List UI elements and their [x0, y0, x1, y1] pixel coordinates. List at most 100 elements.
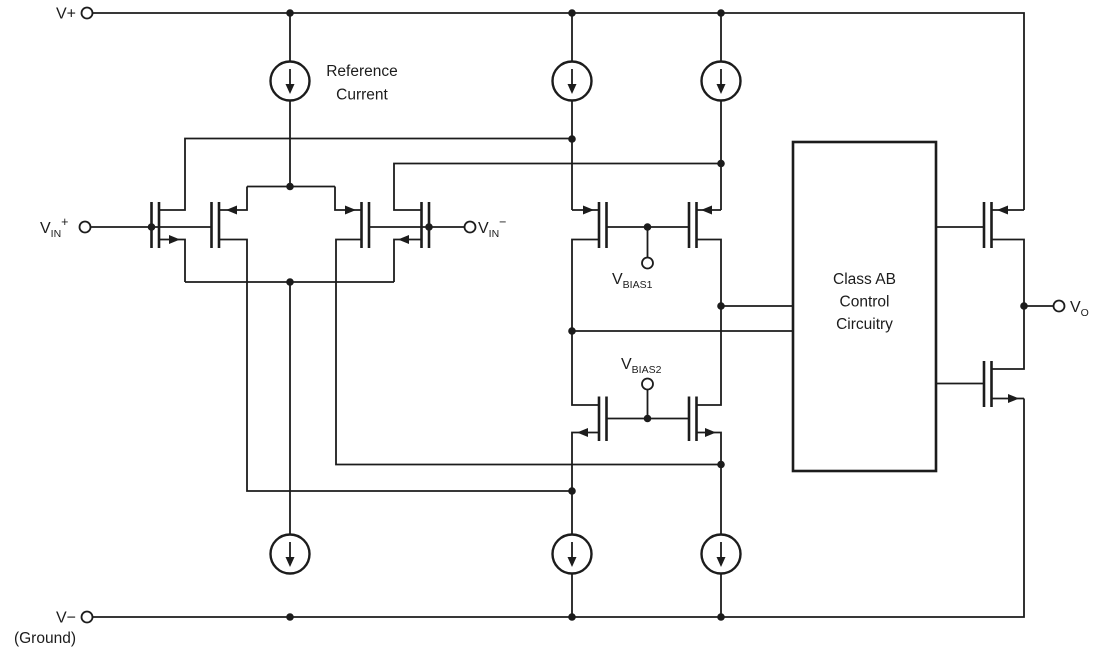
class-ab-label-line1: Class AB [833, 271, 896, 288]
junction-dot [568, 327, 576, 335]
junction-dots [147, 9, 1028, 621]
transistor-m4 [398, 202, 431, 248]
current-source-top-middle [551, 60, 593, 102]
current-source-circle [700, 60, 742, 102]
junction-dot [425, 223, 433, 231]
source-arrow-icon [1008, 394, 1019, 403]
current-source-bottom-left [269, 533, 311, 575]
wire-m4-source [393, 238, 422, 282]
source-arrow-icon [701, 205, 712, 215]
vplus-rail [92, 12, 1025, 210]
down-arrowhead-icon [716, 557, 726, 567]
wire-mo2-drain [991, 306, 1025, 370]
terminal-vbias2 [641, 377, 654, 391]
label-vin-plus: VIN+ [40, 215, 68, 240]
junction-dot [568, 613, 576, 621]
source-arrow-icon [398, 235, 409, 244]
class-ab-box [791, 140, 938, 473]
source-arrow-icon [583, 205, 594, 215]
wire-m4-drain-to-cascode [393, 162, 721, 211]
current-source-bottom-right [700, 533, 742, 575]
junction-dot [717, 613, 725, 621]
output-stage [982, 202, 1019, 407]
source-arrow-icon [169, 235, 180, 244]
current-sources [269, 60, 742, 575]
transistor-mc4 [687, 396, 716, 441]
terminal-vbias1 [641, 256, 654, 270]
wire-m2-drain-to-mirror [219, 238, 572, 492]
transistor-mc1 [583, 202, 608, 248]
label-vplus: V+ [56, 6, 76, 23]
label-vbias2: VBIAS2 [621, 356, 662, 376]
wire-m2-source [219, 186, 248, 211]
label-vbias1: VBIAS1 [612, 271, 653, 291]
junction-dot [1020, 302, 1028, 310]
junction-dot [717, 302, 725, 310]
transistor-output-pmos [982, 202, 1008, 248]
wire-mc1-mc3-drains [571, 238, 599, 406]
label-reference-current-line1: Reference [326, 63, 398, 80]
label-vo: VO [1070, 299, 1089, 319]
wire-mc2-mc4-drains [696, 238, 722, 406]
down-arrowhead-icon [567, 557, 577, 567]
class-ab-block: Class AB Control Circuitry [791, 140, 938, 473]
wire-m3-drain-to-mirror [335, 238, 721, 466]
wire-mc4-source [696, 431, 722, 535]
junction-dot [286, 9, 294, 17]
transistor-mc2 [687, 202, 712, 248]
current-source-circle [551, 60, 593, 102]
current-source-circle [700, 533, 742, 575]
transistor-output-nmos [982, 361, 1019, 407]
current-source-circle [269, 533, 311, 575]
wire-mc3-source [571, 431, 599, 535]
transistor-m1 [150, 202, 180, 248]
terminal-vin-minus [463, 220, 477, 234]
wires [90, 12, 1054, 618]
label-vminus: V− [56, 610, 76, 627]
label-vin-minus: VIN− [478, 215, 506, 240]
junction-dot [147, 223, 156, 231]
junction-dot [286, 613, 294, 621]
cascode-stage [577, 202, 716, 441]
wire-m1-drain-to-cascode [159, 137, 572, 211]
terminals [78, 6, 1066, 624]
terminal-vo [1052, 299, 1066, 313]
down-arrowhead-icon [716, 84, 726, 94]
label-ground: (Ground) [14, 630, 76, 647]
junction-dot [568, 135, 576, 143]
down-arrowhead-icon [285, 557, 295, 567]
labels: V+ V− (Ground) Reference Current VIN+ VI… [14, 6, 1089, 648]
transistor-mc3 [577, 396, 608, 441]
terminal-vplus [80, 6, 94, 20]
input-stage [150, 202, 431, 248]
wire-mo1-drain [991, 238, 1025, 306]
junction-dot [717, 159, 725, 168]
label-reference-current-line2: Current [336, 87, 388, 104]
source-arrow-icon [577, 428, 588, 437]
junction-dot [286, 182, 294, 191]
source-arrow-icon [705, 428, 716, 437]
current-source-circle [551, 533, 593, 575]
junction-dot [643, 223, 652, 231]
junction-dot [643, 414, 652, 423]
current-source-circle [269, 60, 311, 102]
current-source-bottom-middle [551, 533, 593, 575]
terminal-vin-plus [78, 220, 92, 234]
junction-dot [568, 9, 576, 17]
junction-dot [286, 278, 294, 286]
transistor-m2 [210, 202, 237, 248]
junction-dot [717, 9, 725, 17]
source-arrow-icon [226, 205, 237, 215]
wire-m3-source [334, 186, 362, 211]
junction-dot [717, 460, 725, 469]
current-source-top-right [700, 60, 742, 102]
transistor-m3 [345, 202, 371, 248]
wire-m1-source [159, 238, 186, 282]
vminus-rail [92, 398, 1025, 618]
down-arrowhead-icon [285, 84, 295, 94]
down-arrowhead-icon [567, 84, 577, 94]
junction-dot [568, 487, 576, 495]
terminal-vminus [80, 610, 94, 624]
